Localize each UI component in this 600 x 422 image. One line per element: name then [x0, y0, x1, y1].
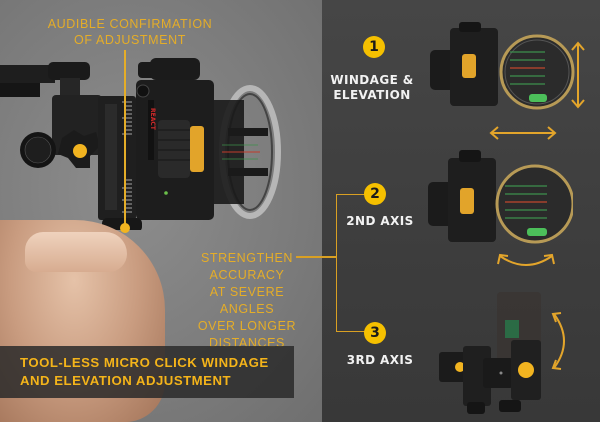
- axis-bracket: [336, 194, 366, 332]
- feature-number-badge-1: 1: [363, 36, 385, 58]
- feature-label-line: 2ND AXIS: [346, 214, 414, 228]
- feature-banner: TOOL-LESS MICRO CLICK WINDAGE AND ELEVAT…: [0, 346, 294, 398]
- bow-sight-main-image: REACT: [0, 58, 281, 230]
- vertical-double-arrow-icon: [571, 41, 585, 109]
- callout-line: ACCURACY: [209, 268, 285, 282]
- feature-label-line: WINDAGE &: [330, 73, 414, 87]
- sight-windage-elevation-image: [430, 22, 575, 110]
- callout-strengthen-accuracy: STRENGTHEN ACCURACY AT SEVERE ANGLES OVE…: [184, 250, 310, 352]
- thumb-image: [25, 232, 127, 272]
- callout-line: AT SEVERE ANGLES: [209, 285, 285, 316]
- callout-line: STRENGTHEN: [200, 251, 294, 265]
- horizontal-double-arrow-icon: [489, 126, 557, 140]
- callout-audible-confirmation: AUDIBLE CONFIRMATION OF ADJUSTMENT: [30, 16, 230, 48]
- feature-number-badge-2: 2: [364, 183, 386, 205]
- banner-line: AND ELEVATION ADJUSTMENT: [20, 373, 232, 388]
- curved-double-arrow-icon: [551, 312, 565, 370]
- sight-2nd-axis-image: [428, 150, 573, 244]
- callout-line: OVER LONGER: [197, 319, 297, 333]
- feature-number-badge-3: 3: [364, 322, 386, 344]
- callout-line: OF ADJUSTMENT: [74, 33, 186, 47]
- feature-label-line: ELEVATION: [333, 88, 411, 102]
- callout-line: AUDIBLE CONFIRMATION: [47, 17, 213, 31]
- callout-leader-line: [124, 50, 126, 226]
- feature-label-2nd-axis: 2ND AXIS: [340, 214, 420, 229]
- feature-label-3rd-axis: 3RD AXIS: [340, 353, 420, 368]
- feature-label-windage-elevation: WINDAGE & ELEVATION: [326, 73, 418, 103]
- feature-label-line: 3RD AXIS: [346, 353, 414, 367]
- curved-double-arrow-icon: [497, 253, 555, 266]
- banner-line: TOOL-LESS MICRO CLICK WINDAGE: [20, 355, 269, 370]
- sight-3rd-axis-image: [439, 292, 541, 414]
- callout-dot: [120, 223, 130, 233]
- callout-connector-line: [296, 256, 336, 258]
- react-technology-label: REACT: [149, 108, 156, 131]
